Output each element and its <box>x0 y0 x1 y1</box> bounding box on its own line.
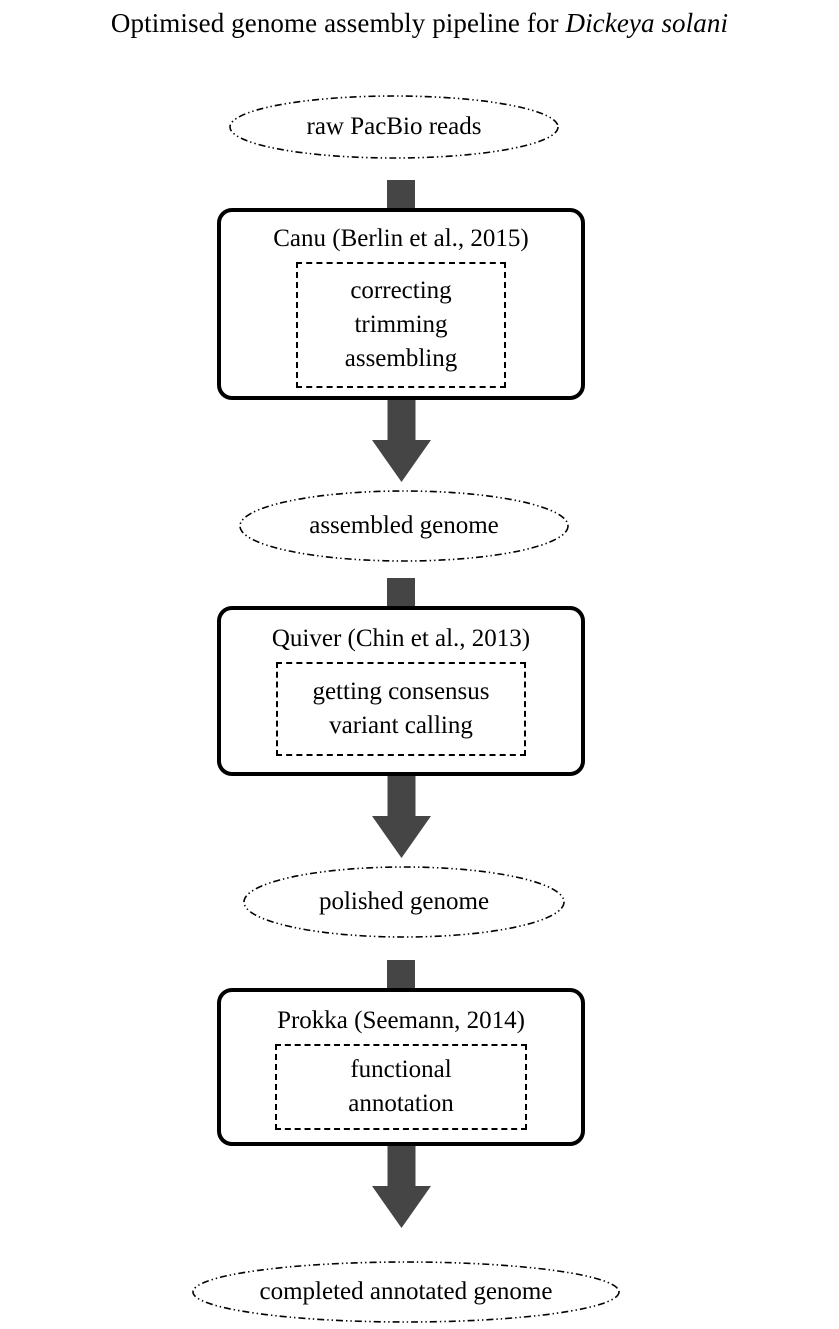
ellipse-outline-completed-annotated-genome <box>192 1261 620 1323</box>
connector-stub-assembled-to-quiver <box>387 578 415 608</box>
node-prokka: Prokka (Seemann, 2014) functional annota… <box>217 988 585 1146</box>
process-title-prokka: Prokka (Seemann, 2014) <box>277 1007 525 1034</box>
connector-stub-polished-to-prokka <box>387 960 415 990</box>
step-item: getting consensus <box>312 678 490 705</box>
flow-arrow-prokka-to-completed-genome <box>372 1142 431 1228</box>
node-label: polished genome <box>318 888 490 915</box>
flow-arrow-canu-to-assembled-genome <box>372 396 431 482</box>
node-raw-pacbio-reads: raw PacBio reads <box>229 95 559 159</box>
process-steps-prokka: functional annotation <box>275 1044 527 1130</box>
step-item: variant calling <box>329 712 473 739</box>
ellipse-outline-raw-pacbio-reads <box>229 95 559 159</box>
node-canu: Canu (Berlin et al., 2015) correcting tr… <box>217 208 585 400</box>
page-title: Optimised genome assembly pipeline for D… <box>0 6 839 40</box>
ellipse-outline-polished-genome <box>243 866 565 938</box>
node-polished-genome: polished genome <box>243 866 565 938</box>
ellipse-outline-assembled-genome <box>239 490 569 562</box>
node-label: assembled genome <box>309 512 499 539</box>
process-steps-quiver: getting consensus variant calling <box>276 662 526 756</box>
process-title-quiver: Quiver (Chin et al., 2013) <box>271 625 531 652</box>
flow-arrow-quiver-to-polished-genome <box>372 772 431 858</box>
node-completed-annotated-genome: completed annotated genome <box>192 1261 620 1323</box>
process-steps-canu: correcting trimming assembling <box>296 262 506 388</box>
node-assembled-genome: assembled genome <box>239 490 569 562</box>
node-label: completed annotated genome <box>259 1278 553 1305</box>
node-quiver: Quiver (Chin et al., 2013) getting conse… <box>217 606 585 776</box>
process-title-canu: Canu (Berlin et al., 2015) <box>273 225 529 252</box>
page-title-taxon: Dickeya solani <box>565 8 729 38</box>
page-title-prefix: Optimised genome assembly pipeline for <box>110 8 566 38</box>
down-arrow-icon <box>372 396 431 482</box>
step-item: correcting <box>350 277 452 304</box>
down-arrow-icon <box>372 772 431 858</box>
connector-stub-reads-to-canu <box>387 180 415 210</box>
down-arrow-icon <box>372 1142 431 1228</box>
step-item: trimming <box>354 311 448 338</box>
step-item: functional <box>350 1056 452 1083</box>
step-item: assembling <box>344 345 458 372</box>
node-label: raw PacBio reads <box>306 113 482 140</box>
step-item: annotation <box>348 1090 454 1117</box>
